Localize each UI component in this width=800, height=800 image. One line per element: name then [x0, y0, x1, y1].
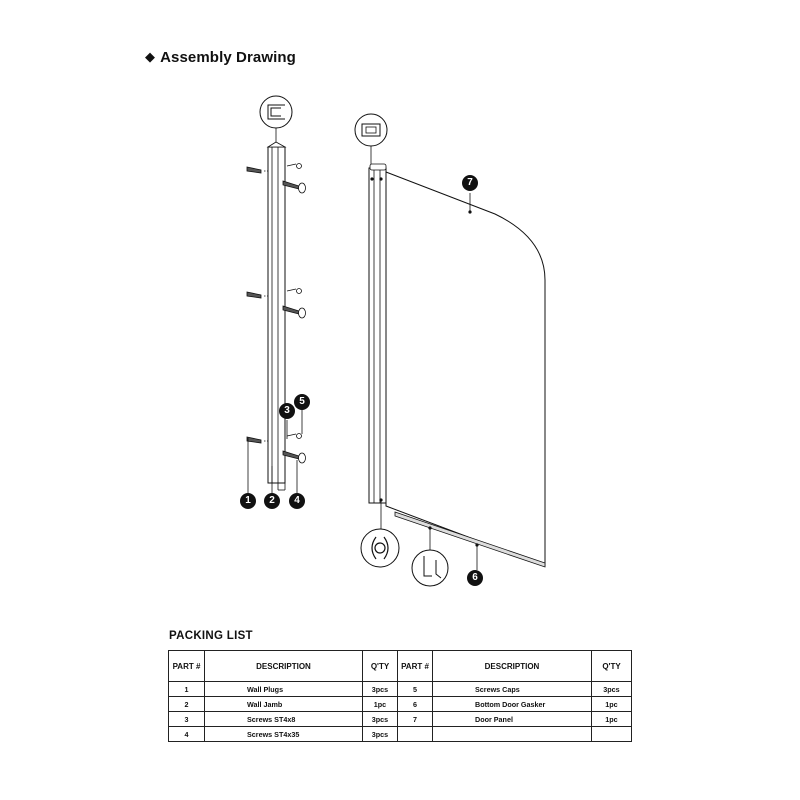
page-title: ◆ Assembly Drawing	[145, 49, 296, 66]
callout-5-label: 5	[299, 396, 305, 407]
part-description: Screws ST4x35	[204, 726, 363, 742]
part-number: 5	[397, 681, 433, 697]
diamond-bullet-icon: ◆	[145, 49, 156, 64]
header-description: DESCRIPTION	[432, 650, 592, 682]
callout-5: 5	[294, 394, 310, 410]
part-qty: 3pcs	[362, 681, 398, 697]
part-qty: 1pc	[362, 696, 398, 712]
header-description: DESCRIPTION	[204, 650, 363, 682]
callout-2: 2	[264, 493, 280, 509]
header-qty: Q'TY	[362, 650, 398, 682]
callout-4: 4	[289, 493, 305, 509]
part-number: 2	[168, 696, 205, 712]
gasket-detail	[411, 528, 449, 587]
callout-6: 6	[467, 570, 483, 586]
packing-list-table: PART # DESCRIPTION Q'TY PART # DESCRIPTI…	[168, 650, 632, 742]
part-number: 3	[168, 711, 205, 727]
callout-3-label: 3	[284, 405, 290, 416]
wall-jamb-detail	[259, 95, 293, 149]
header-part: PART #	[168, 650, 205, 682]
callout-6-label: 6	[472, 572, 478, 583]
part-qty: 1pc	[591, 696, 632, 712]
part-description: Wall Jamb	[204, 696, 363, 712]
part-qty: 1pc	[591, 711, 632, 727]
table-row: 4 Screws ST4x35 3pcs	[168, 726, 632, 742]
header-qty: Q'TY	[591, 650, 632, 682]
callout-7: 7	[462, 175, 478, 191]
part-description	[432, 726, 592, 742]
part-description: Bottom Door Gasker	[432, 696, 592, 712]
wall-jamb	[266, 141, 287, 491]
part-qty: 3pcs	[362, 726, 398, 742]
wall-fixings	[246, 163, 306, 464]
part-qty	[591, 726, 632, 742]
part-number: 7	[397, 711, 433, 727]
part-number: 1	[168, 681, 205, 697]
door-panel	[368, 163, 546, 568]
callout-7-label: 7	[467, 177, 473, 188]
header-part: PART #	[397, 650, 433, 682]
packing-list-title: PACKING LIST	[169, 630, 253, 642]
part-description: Screws Caps	[432, 681, 592, 697]
part-number: 4	[168, 726, 205, 742]
part-qty: 3pcs	[591, 681, 632, 697]
callout-1-label: 1	[245, 495, 251, 506]
callout-1: 1	[240, 493, 256, 509]
part-description: Screws ST4x8	[204, 711, 363, 727]
door-profile-detail	[354, 113, 388, 172]
callout-3: 3	[279, 403, 295, 419]
part-qty: 3pcs	[362, 711, 398, 727]
table-row: 2 Wall Jamb 1pc 6 Bottom Door Gasker 1pc	[168, 696, 632, 712]
callout-4-label: 4	[294, 495, 300, 506]
part-description: Wall Plugs	[204, 681, 363, 697]
table-row: 1 Wall Plugs 3pcs 5 Screws Caps 3pcs	[168, 681, 632, 697]
table-header-row: PART # DESCRIPTION Q'TY PART # DESCRIPTI…	[168, 650, 632, 682]
page-title-text: Assembly Drawing	[160, 49, 296, 66]
table-row: 3 Screws ST4x8 3pcs 7 Door Panel 1pc	[168, 711, 632, 727]
hinge-detail	[360, 500, 400, 568]
part-number: 6	[397, 696, 433, 712]
callout-2-label: 2	[269, 495, 275, 506]
part-number	[397, 726, 433, 742]
part-description: Door Panel	[432, 711, 592, 727]
